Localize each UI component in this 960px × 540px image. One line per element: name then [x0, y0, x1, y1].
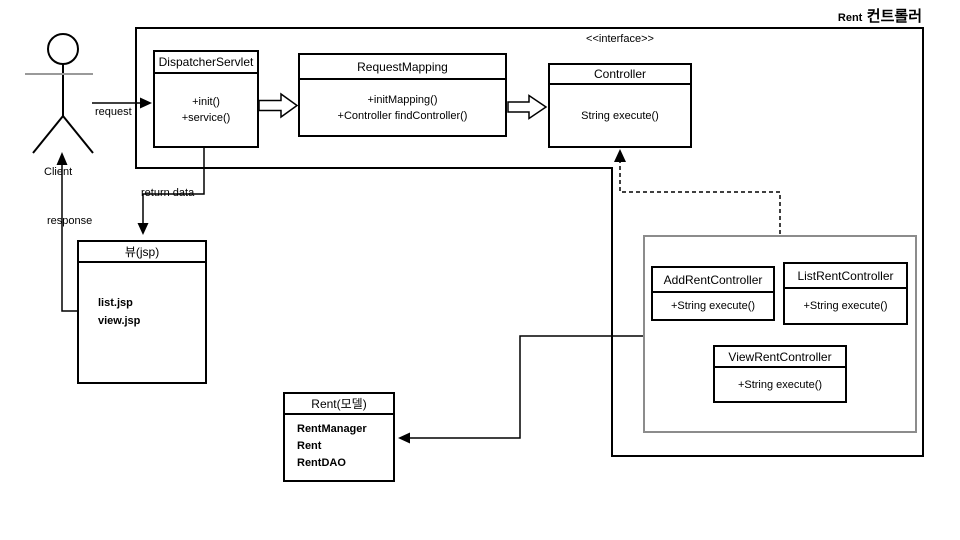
class-title: ListRentController — [785, 264, 906, 289]
class-title: RequestMapping — [300, 55, 505, 80]
class-view-rent-controller: ViewRentController +String execute() — [713, 345, 847, 403]
class-member: list.jsp — [98, 297, 133, 309]
class-member: +Controller findController() — [337, 109, 468, 122]
model-arrowhead — [398, 432, 410, 444]
class-member: view.jsp — [98, 315, 141, 327]
class-member: +initMapping() — [367, 93, 438, 106]
class-member: Rent — [297, 440, 322, 452]
response-arrow-line — [61, 163, 77, 312]
class-rent-model: Rent(모델) RentManager Rent RentDAO — [283, 392, 395, 482]
class-title: 뷰(jsp) — [79, 242, 205, 263]
actor-head — [47, 33, 79, 65]
frame-title: Rent 컨트롤러 — [790, 5, 922, 26]
class-member: +String execute() — [670, 300, 756, 312]
block-arrow-mapping-to-controller — [507, 94, 548, 120]
class-member: +service() — [181, 112, 231, 124]
frame-title-en: Rent — [837, 12, 863, 24]
class-member: RentDAO — [297, 457, 346, 469]
response-label: response — [47, 215, 93, 227]
class-member: RentManager — [297, 423, 367, 435]
class-member: +init() — [192, 96, 220, 108]
class-view-jsp: 뷰(jsp) list.jsp view.jsp — [77, 240, 207, 384]
return-data-label: return data — [141, 187, 195, 199]
class-title: AddRentController — [653, 268, 773, 293]
realization-dashed-line — [619, 161, 781, 234]
frame-title-ko: 컨트롤러 — [866, 8, 922, 25]
class-controller: Controller String execute() — [548, 63, 692, 148]
class-title: ViewRentController — [715, 347, 845, 368]
interface-stereotype: <<interface>> — [586, 33, 654, 45]
class-dispatcher-servlet: DispatcherServlet +init() +service() — [153, 50, 259, 148]
realization-arrowhead — [614, 149, 626, 162]
return-data-arrowhead — [137, 223, 149, 235]
model-arrow-line — [410, 335, 643, 439]
actor-label: Client — [44, 166, 73, 178]
actor-left-leg — [32, 115, 64, 154]
request-arrowhead — [140, 97, 152, 109]
actor-right-leg — [62, 115, 94, 154]
response-arrowhead — [56, 152, 68, 165]
class-title: Controller — [550, 65, 690, 85]
class-member: String execute() — [581, 109, 659, 122]
class-member: +String execute() — [737, 378, 823, 391]
class-add-rent-controller: AddRentController +String execute() — [651, 266, 775, 321]
request-label: request — [95, 106, 132, 118]
return-data-arrow-line — [142, 148, 205, 223]
class-title: DispatcherServlet — [155, 52, 257, 74]
controller-frame-border — [135, 27, 924, 457]
class-title: Rent(모델) — [285, 394, 393, 415]
class-list-rent-controller: ListRentController +String execute() — [783, 262, 908, 325]
class-request-mapping: RequestMapping +initMapping() +Controlle… — [298, 53, 507, 137]
class-member: +String execute() — [803, 300, 888, 312]
controllers-group-box — [643, 235, 917, 433]
block-arrow-dispatcher-to-mapping — [258, 92, 299, 119]
